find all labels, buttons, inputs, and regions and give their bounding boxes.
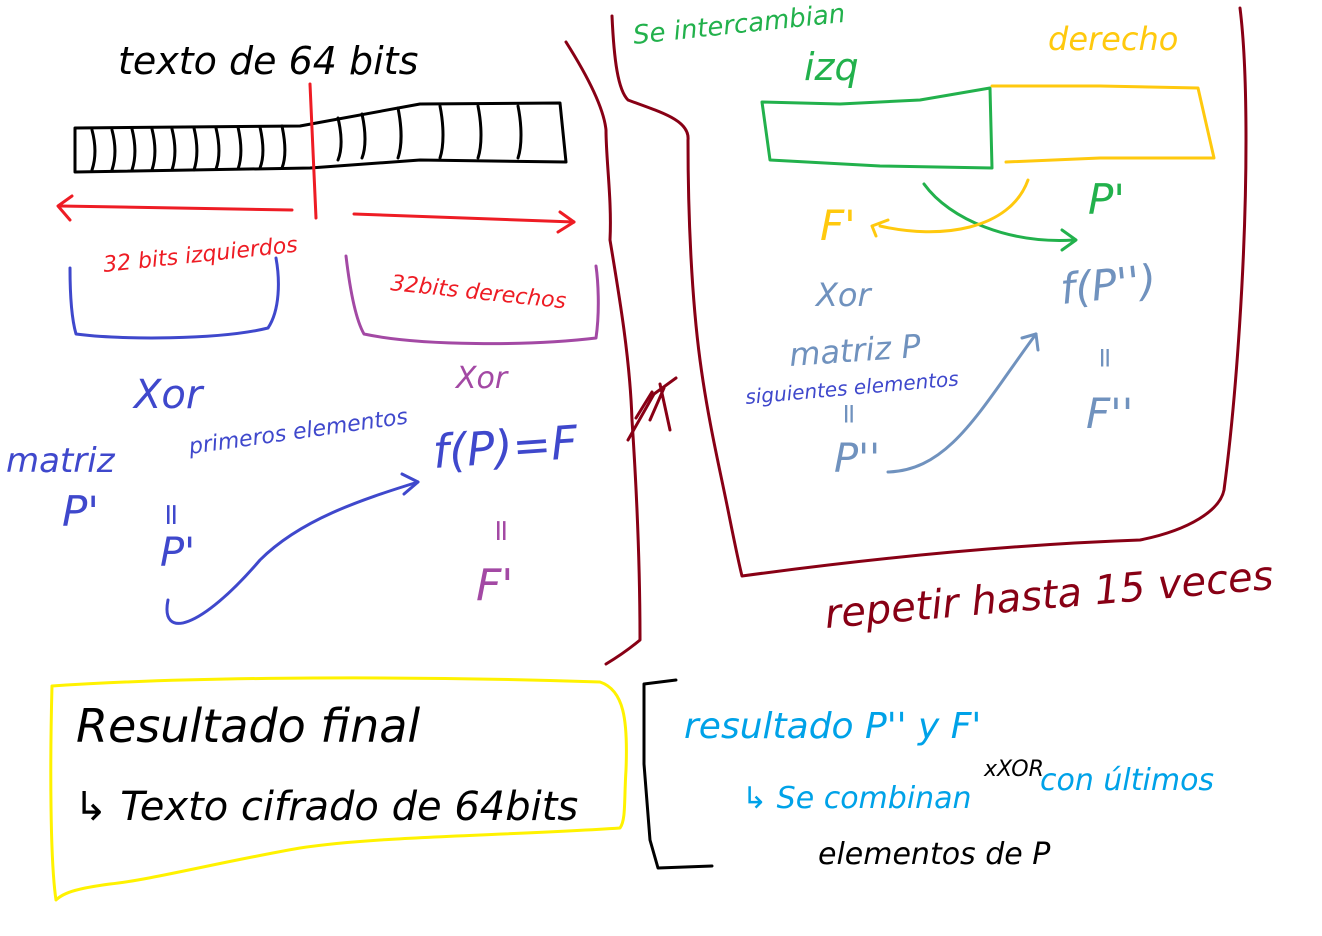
left-half-bracket — [68, 256, 280, 340]
f-of-p2: f(P'') — [1058, 255, 1159, 314]
xor-right: Xor — [454, 361, 509, 396]
p2-to-f-arrow — [886, 332, 1038, 474]
result-note-text: resultado P'' y F' ↳ Se combinan xXOR co… — [684, 706, 1214, 872]
xor-left: Xor — [132, 372, 205, 418]
final-line2: ↳ Texto cifrado de 64bits — [74, 784, 578, 830]
p-prime: P' — [62, 487, 99, 536]
final-result-box — [49, 676, 628, 902]
izq-label: izq — [804, 45, 859, 89]
repeat-label: repetir hasta 15 veces — [823, 553, 1275, 638]
equals-right-b: = — [1089, 346, 1122, 369]
note-line2b: con últimos — [1040, 763, 1214, 798]
equals-right-a: = — [833, 402, 866, 425]
p-prime-b: P' — [160, 530, 195, 576]
swap-arrow-gold — [878, 178, 1030, 234]
izq-box — [760, 86, 994, 170]
bit-bar — [73, 101, 568, 174]
note-line2: ↳ Se combinan — [742, 781, 972, 816]
final-line1: Resultado final — [76, 699, 420, 753]
derecho-label: derecho — [1048, 20, 1178, 58]
right-half-label: 32bits derechos — [389, 271, 567, 314]
f-of-p: f(P)=F — [431, 415, 580, 479]
final-result-text: Resultado final ↳ Texto cifrado de 64bit… — [74, 699, 578, 830]
p-double: P'' — [834, 436, 880, 482]
right-panel-text: Se intercambian izq derecho F' P' Xor ma… — [632, 0, 1179, 482]
matrix-p-label: matriz P — [788, 327, 923, 374]
divider-line — [564, 40, 642, 666]
note-line3: elementos de P — [818, 837, 1051, 872]
p-to-f-arrow — [165, 480, 420, 625]
f-prime: F' — [476, 560, 513, 611]
p-prime-right: P' — [1088, 175, 1125, 224]
first-elements-label: primeros elementos — [186, 404, 409, 460]
title: texto de 64 bits — [118, 39, 418, 83]
swap-arrow-green — [922, 182, 1076, 242]
result-bracket — [642, 678, 714, 870]
f-prime-right: F' — [820, 201, 856, 250]
equals-b: = — [484, 518, 519, 543]
f-double: F'' — [1086, 389, 1133, 438]
xor-right-panel: Xor — [814, 276, 873, 314]
note-line1: resultado P'' y F' — [684, 706, 981, 747]
right-half-bracket — [344, 254, 600, 346]
left-half-label: 32 bits izquierdos — [102, 233, 299, 278]
matrix-label: matriz — [6, 441, 116, 481]
derecho-box — [990, 84, 1216, 164]
split-arrows — [56, 82, 576, 234]
next-round-arrow — [626, 376, 678, 442]
equals-a: = — [154, 502, 189, 527]
note-xor: xXOR — [983, 757, 1044, 782]
round-box — [610, 6, 1248, 578]
swap-label: Se intercambian — [632, 0, 847, 51]
